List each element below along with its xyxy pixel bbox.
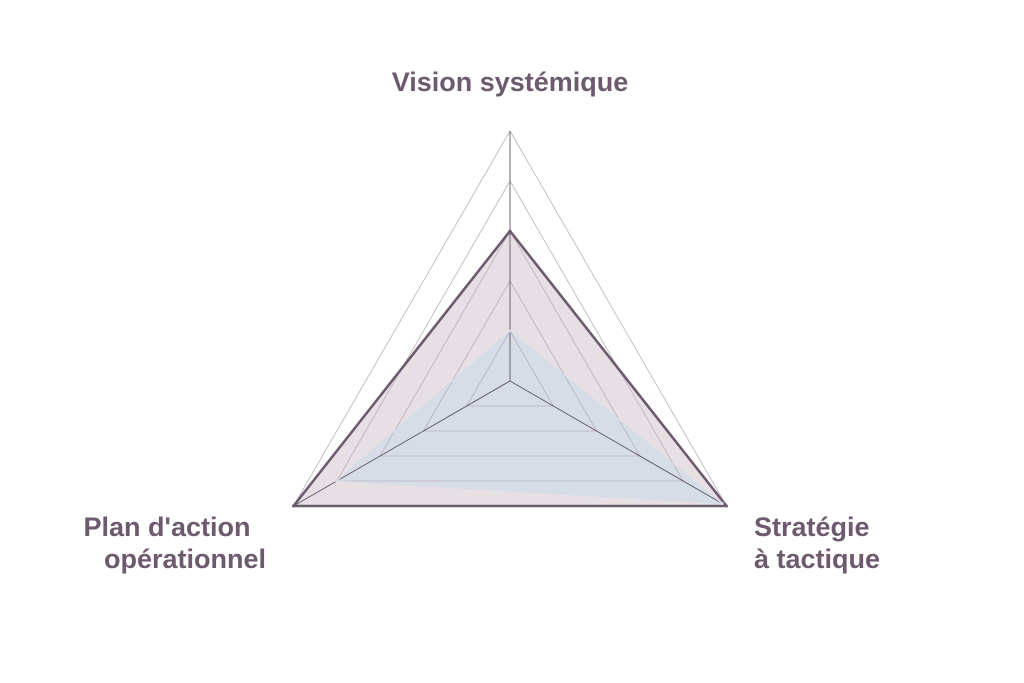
axis-label-left: Plan d'action opérationnel — [84, 512, 266, 574]
grid-ring-3 — [379, 230, 641, 457]
axis-label-right: Stratégie à tactique — [754, 512, 880, 574]
series-2-point-right — [720, 502, 724, 505]
axis-spoke-left — [293, 380, 511, 507]
series-2-point-left — [335, 479, 339, 483]
axis-label-top: Vision systémique — [392, 67, 629, 97]
series-outlines — [291, 229, 729, 508]
series-1-point-top — [508, 229, 512, 233]
grid-ring-4 — [336, 180, 684, 482]
series-area-2 — [336, 331, 723, 504]
series-line-1 — [292, 229, 728, 508]
grid-ring-2 — [422, 280, 598, 432]
axis-spoke-right — [509, 380, 727, 507]
series-line-2 — [336, 330, 723, 505]
series-2-point-top — [508, 329, 512, 333]
grid-ring-1 — [466, 330, 554, 407]
series-1-point-left — [291, 504, 295, 508]
series-1-point-right — [725, 504, 729, 508]
